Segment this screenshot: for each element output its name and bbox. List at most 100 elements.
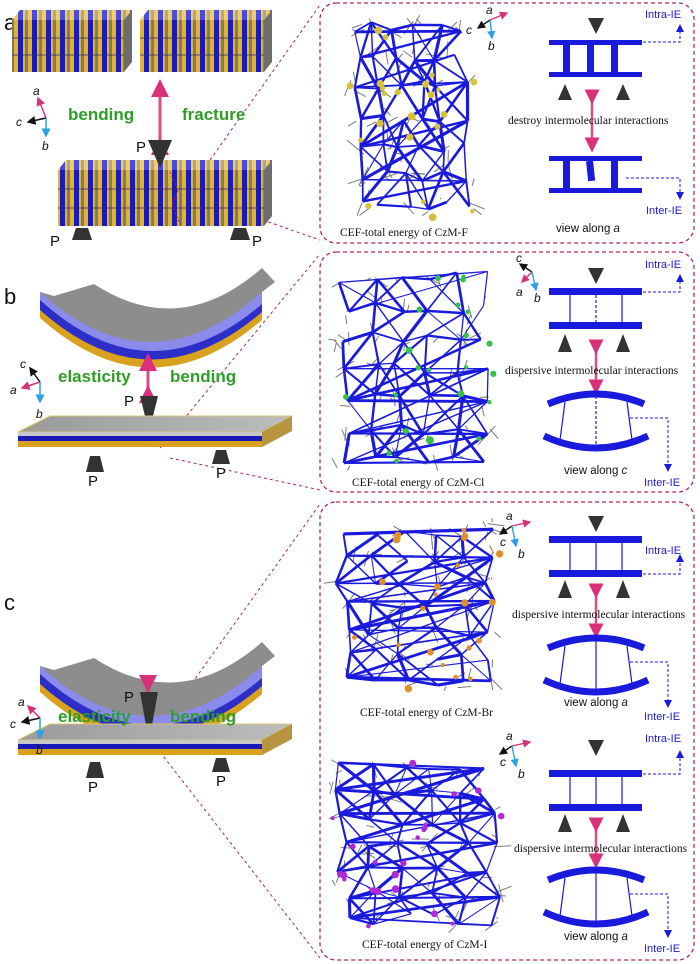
force-label-c-right: P <box>216 773 226 790</box>
inter-ie-pointer-c2 <box>630 893 672 938</box>
panel-a-frame <box>319 2 695 244</box>
process-label-elasticity-c: elasticity <box>58 707 131 726</box>
inter-ie-label-c1: Inter-IE <box>644 711 680 723</box>
support-right-b-schematic <box>616 334 630 352</box>
svg-text:c: c <box>500 755 506 769</box>
svg-text:c: c <box>466 23 472 37</box>
press-tip-c <box>140 692 158 742</box>
svg-text:b: b <box>518 547 525 561</box>
svg-text:b: b <box>36 743 43 757</box>
svg-text:a: a <box>516 285 523 299</box>
svg-text:b: b <box>488 39 495 53</box>
intra-ie-pointer-b <box>643 274 684 293</box>
support-left-b-schematic <box>558 334 572 352</box>
support-left-a <box>72 228 92 240</box>
view-label-b: view along c <box>564 465 628 477</box>
axes-icon-c-i: a c b <box>498 729 532 781</box>
molecular-network-CzM-Cl <box>328 270 499 471</box>
svg-text:b: b <box>36 407 43 421</box>
intra-ie-pointer-c1 <box>643 554 684 575</box>
zoom-line-b-bottom <box>169 457 321 491</box>
intra-ie-pointer-c2 <box>643 750 684 775</box>
press-tip-b <box>140 396 158 432</box>
panel-b-frame <box>319 251 695 493</box>
interaction-label-a: destroy intermolecular interactions <box>508 115 669 127</box>
process-label-bending-c: bending <box>170 707 236 726</box>
inter-ie-pointer-a <box>626 177 684 200</box>
intact-crystal <box>58 160 272 226</box>
caption-CzM-Br: CEF-total energy of CzM-Br <box>360 707 493 719</box>
force-label-a-right: P <box>252 233 262 250</box>
caption-CzM-Cl: CEF-total energy of CzM-Cl <box>352 477 484 489</box>
process-label-fracture-a: fracture <box>182 105 245 124</box>
force-label-b-right: P <box>216 465 226 482</box>
molecular-network-CzM-I <box>328 759 512 934</box>
support-left-a-schematic <box>558 84 572 100</box>
axes-icon-a-right: a c b <box>466 3 509 53</box>
axes-icon-c-br: a c b <box>498 509 532 561</box>
svg-text:a: a <box>18 695 25 709</box>
flat-crystal-b <box>17 415 293 447</box>
svg-text:a: a <box>486 3 493 17</box>
force-label-a-left: P <box>50 233 60 250</box>
bent-crystal-c <box>40 642 275 742</box>
svg-text:c: c <box>20 357 26 371</box>
interaction-label-c1: dispersive intermolecular interactions <box>512 609 686 621</box>
svg-text:b: b <box>42 139 49 153</box>
svg-text:b: b <box>534 291 541 305</box>
svg-text:c: c <box>500 535 506 549</box>
force-label-c-left: P <box>88 779 98 796</box>
support-left-c <box>86 762 104 778</box>
svg-text:c: c <box>16 115 22 129</box>
svg-text:a: a <box>506 729 513 743</box>
force-label-b-left: P <box>88 473 98 490</box>
intra-ie-label-c2: Intra-IE <box>645 733 681 745</box>
molecular-network-CzM-F <box>344 14 485 222</box>
zoom-line-a-top <box>209 4 321 161</box>
panel-letter-b: b <box>4 284 16 309</box>
bent-crystal-b <box>40 268 275 368</box>
view-label-a: view along a <box>556 223 620 235</box>
svg-text:a: a <box>10 383 17 397</box>
fractured-crystal-right <box>140 10 272 72</box>
svg-text:a: a <box>506 509 513 523</box>
press-tip-a <box>148 140 172 168</box>
force-label-a-top: P <box>136 139 146 156</box>
intra-ie-label-c1: Intra-IE <box>645 545 681 557</box>
inter-ie-label-b: Inter-IE <box>644 477 680 489</box>
support-right-b <box>212 450 230 464</box>
support-right-a-schematic <box>616 84 630 100</box>
svg-text:b: b <box>518 767 525 781</box>
interaction-label-b: dispersive intermolecular interactions <box>505 365 679 377</box>
support-right-a <box>230 228 250 240</box>
intra-ie-pointer-a <box>643 24 684 43</box>
support-left-b <box>86 456 104 472</box>
view-label-c1: view along a <box>564 697 628 709</box>
support-right-c <box>212 758 230 772</box>
interaction-label-c2: dispersive intermolecular interactions <box>514 843 688 855</box>
support-right-c2-schematic <box>616 814 630 832</box>
intra-ie-label-a: Intra-IE <box>645 9 681 21</box>
inter-ie-pointer-b <box>630 417 672 472</box>
axes-icon-b-left: c a b <box>10 357 45 421</box>
force-label-b-top: P <box>124 393 134 410</box>
caption-CzM-F: CEF-total energy of CzM-F <box>340 227 468 239</box>
view-label-c2: view along a <box>564 931 628 943</box>
process-label-bending-b: bending <box>170 367 236 386</box>
svg-text:c: c <box>516 251 522 265</box>
axes-icon-b-right: c a b <box>516 251 541 305</box>
panel-letter-c: c <box>4 590 15 615</box>
press-tip-c1-schematic <box>588 516 604 532</box>
press-tip-b-schematic <box>588 268 604 284</box>
molecular-network-CzM-Br <box>323 518 507 693</box>
fractured-crystal-left <box>12 10 132 72</box>
press-tip-a-schematic <box>588 18 604 34</box>
support-right-c1-schematic <box>616 580 630 598</box>
caption-CzM-I: CEF-total energy of CzM-I <box>362 939 487 951</box>
flat-crystal-c <box>17 723 293 755</box>
axes-icon-a-left: a c b <box>16 84 51 153</box>
process-label-elasticity-b: elasticity <box>58 367 131 386</box>
force-label-c-top: P <box>124 689 134 706</box>
axes-icon-c-left: a c b <box>10 695 45 757</box>
